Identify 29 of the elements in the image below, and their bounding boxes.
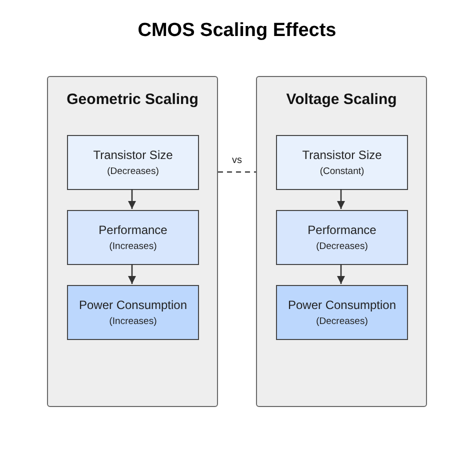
process-box [67, 285, 199, 340]
box-title: Power Consumption [288, 298, 396, 312]
connector-line [218, 171, 256, 173]
box-subtitle: (Increases) [109, 241, 157, 252]
panel-heading: Voltage Scaling [285, 91, 398, 108]
group-panel [47, 76, 218, 407]
box-subtitle: (Increases) [109, 316, 157, 327]
arrow [337, 189, 345, 209]
process-box [276, 210, 408, 265]
process-box [67, 135, 199, 190]
process-box [276, 135, 408, 190]
box-title: Transistor Size [302, 148, 382, 162]
arrow [128, 264, 136, 284]
arrow [128, 189, 136, 209]
box-title: Transistor Size [93, 148, 173, 162]
panel-heading: Geometric Scaling [66, 91, 200, 108]
box-title: Power Consumption [78, 298, 188, 312]
box-subtitle: (Decreases) [107, 166, 159, 177]
box-subtitle: (Constant) [320, 166, 364, 177]
arrow [337, 264, 345, 284]
box-title: Performance [98, 223, 168, 237]
box-subtitle: (Decreases) [316, 241, 368, 252]
edge-label: vs [231, 155, 243, 166]
group-panel [256, 76, 427, 407]
box-subtitle: (Decreases) [316, 316, 368, 327]
process-box [276, 285, 408, 340]
diagram-title: CMOS Scaling Effects [136, 20, 338, 42]
box-title: Performance [308, 223, 376, 237]
process-box [67, 210, 199, 265]
